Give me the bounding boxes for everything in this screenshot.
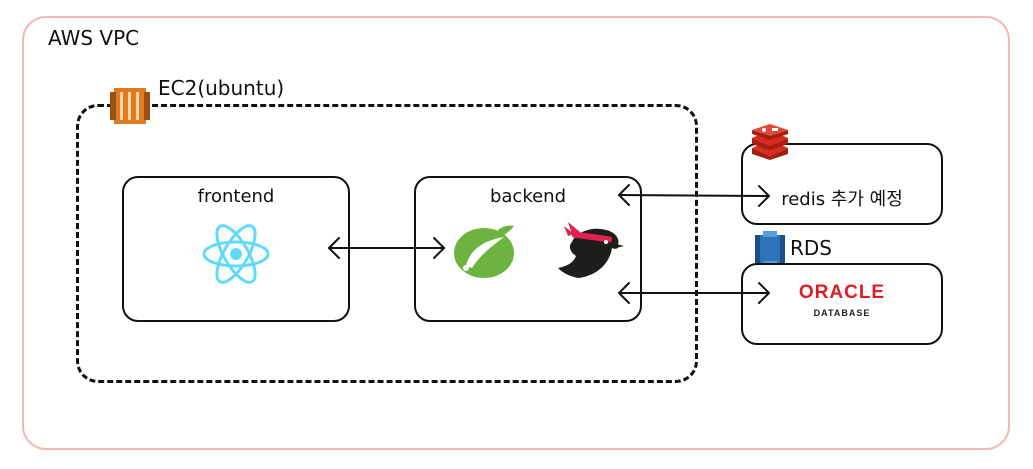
ec2-icon [110,88,150,124]
react-icon [202,224,270,284]
oracle-logo: ORACLE DATABASE [743,282,941,318]
vpc-label: AWS VPC [48,26,140,50]
frontend-label: frontend [197,186,275,207]
ec2-label: EC2(ubuntu) [158,76,285,100]
backend-redis-arrow [619,194,769,197]
vpc-container [22,16,1010,450]
spring-icon [454,225,514,278]
rds-database-box: ORACLE DATABASE [741,263,943,345]
rds-label: RDS [790,236,832,260]
backend-label: backend [489,186,567,207]
ec2-container [76,104,698,383]
frontend-box: frontend [122,176,350,322]
redis-label: redis 추가 예정 [781,189,903,210]
oracle-logo-text: ORACLE [798,282,886,303]
nestjs-bird-icon [558,222,624,278]
backend-box: backend [414,176,642,322]
redis-icon [752,124,788,160]
oracle-logo-subtext: DATABASE [813,308,871,318]
